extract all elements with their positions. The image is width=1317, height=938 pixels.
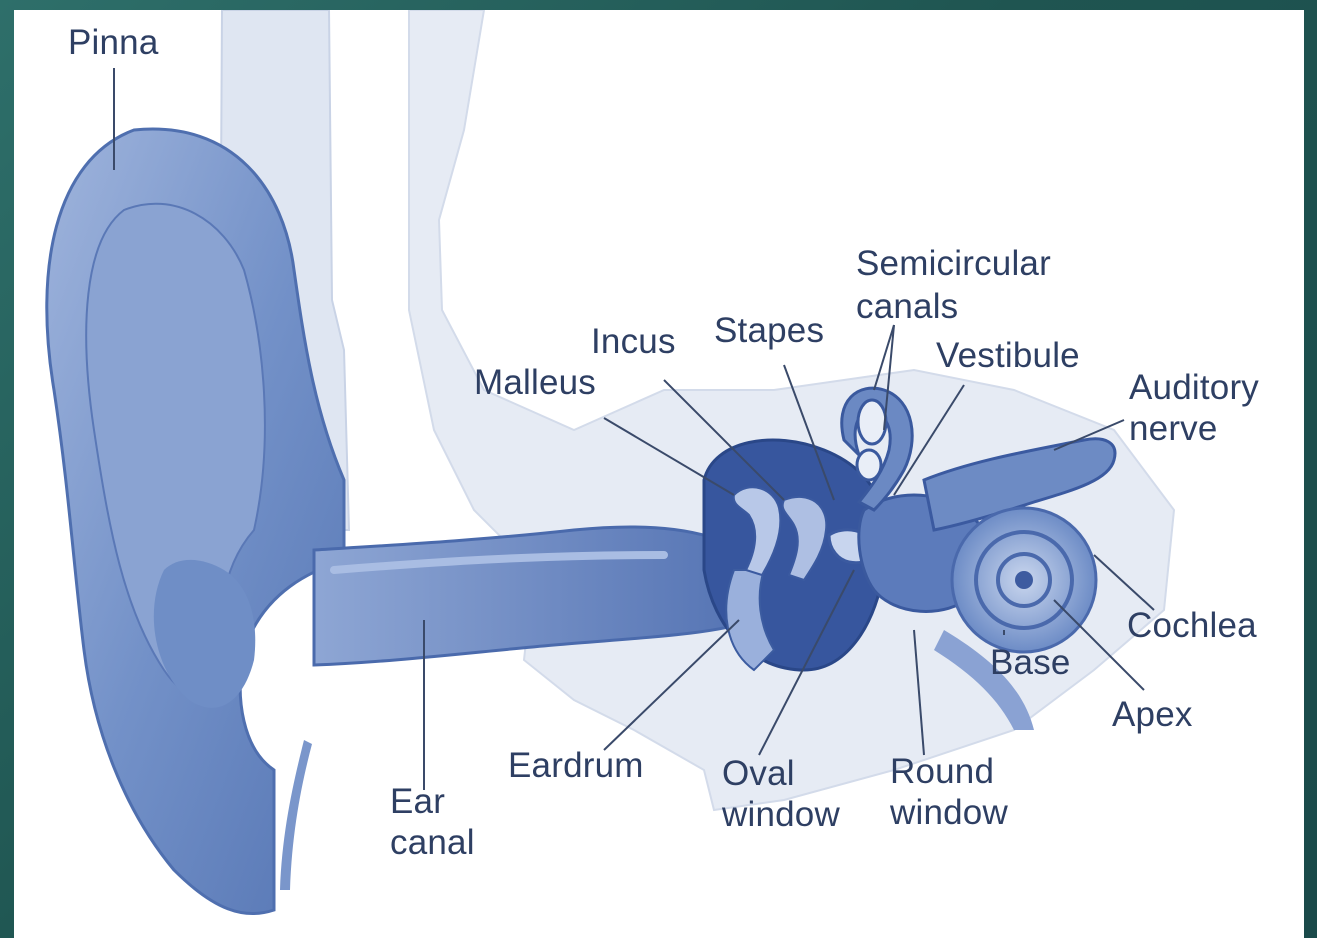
diagram-panel: Pinna Semicircular canals Incus Stapes V…	[14, 10, 1304, 938]
ear-anatomy-illustration	[14, 10, 1304, 938]
label-incus: Incus	[591, 321, 676, 363]
label-pinna: Pinna	[68, 22, 159, 64]
label-auditory-nerve-line1: Auditory	[1129, 366, 1259, 409]
label-vestibule: Vestibule	[936, 335, 1080, 377]
label-stapes: Stapes	[714, 310, 824, 352]
label-semicircular-canals-line2: canals	[856, 285, 958, 328]
semicircular-canal-loop	[858, 400, 886, 444]
label-ear-canal-line2: canal	[390, 821, 475, 864]
lobule-thread	[280, 740, 312, 890]
label-malleus: Malleus	[474, 362, 596, 404]
label-apex: Apex	[1112, 694, 1193, 736]
label-cochlea: Cochlea	[1127, 605, 1257, 647]
label-semicircular-canals-line1: Semicircular	[856, 242, 1051, 285]
label-oval-window-line1: Oval	[722, 752, 795, 795]
label-auditory-nerve-line2: nerve	[1129, 407, 1218, 450]
label-round-window-line2: window	[890, 791, 1008, 834]
semicircular-canal-loop-2	[857, 450, 881, 480]
label-base: Base	[990, 642, 1071, 684]
cochlea-apex-center	[1015, 571, 1033, 589]
label-round-window-line1: Round	[890, 750, 994, 793]
label-oval-window-line2: window	[722, 793, 840, 836]
label-eardrum: Eardrum	[508, 745, 644, 787]
label-ear-canal-line1: Ear	[390, 780, 445, 823]
